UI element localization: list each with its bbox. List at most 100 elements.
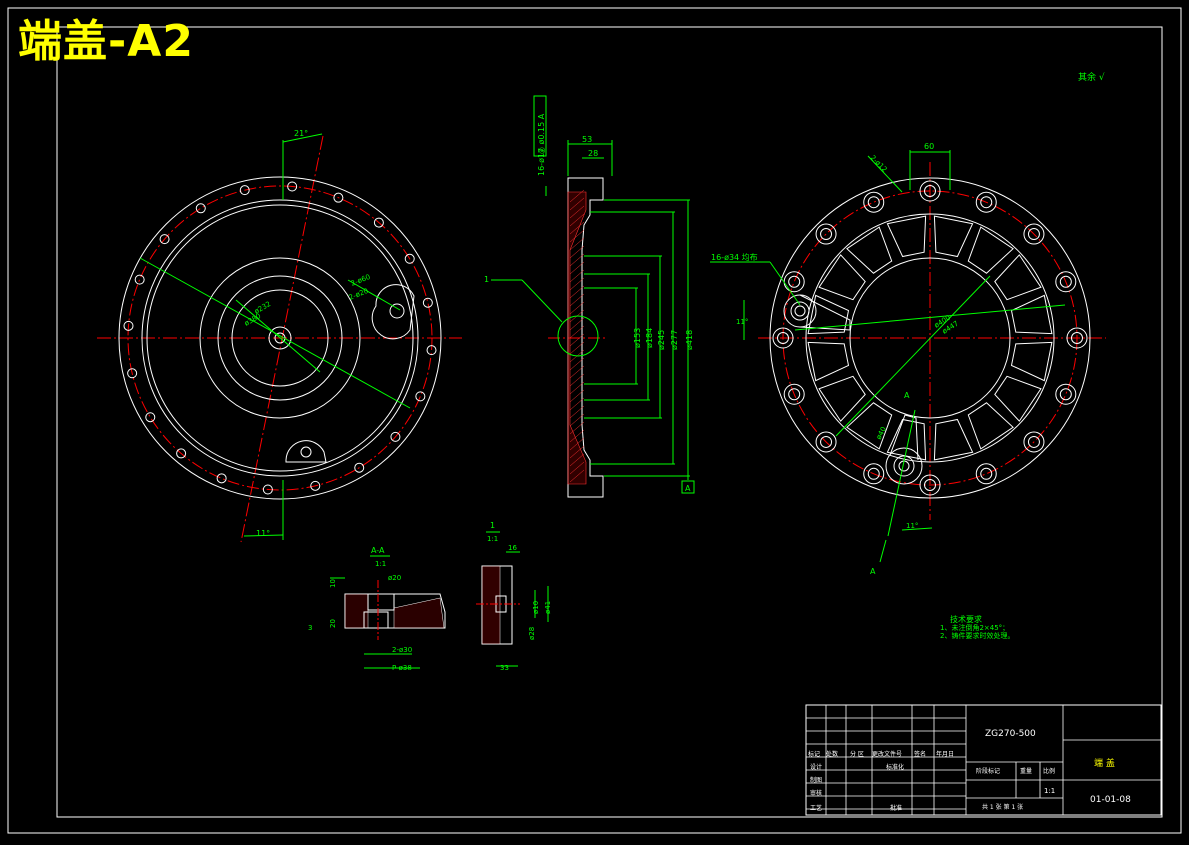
section-hatch-line (569, 189, 585, 203)
rear-angle-bottom: 11° (906, 522, 918, 530)
title-block-labels: 标记 处数 分 区 更改文件号 签名 年月日 设计 制图 审核 工艺 标准化 批… (808, 750, 1055, 812)
section-hatch-line (569, 437, 585, 451)
section-hatch (567, 191, 587, 485)
rear-outer-circle (769, 177, 1091, 499)
section-hatch-line (569, 421, 585, 435)
rear-rib (967, 226, 1014, 274)
sec-dia-2: ø184 (645, 328, 654, 348)
detail-1-dim-1: 16 (508, 544, 517, 552)
rear-bolt-hole (1059, 388, 1072, 401)
rear-section-arrow (879, 539, 887, 563)
detail-aa-hatch-right (393, 597, 445, 629)
tb-left-3: 审核 (810, 789, 822, 797)
rear-bolt-boss (863, 191, 885, 213)
rear-section-line (887, 409, 916, 537)
detail-aa-counterbore (363, 611, 389, 629)
section-hatch-line (569, 429, 585, 443)
title-block-grid (806, 705, 1161, 815)
rear-bolt-boss (919, 180, 941, 202)
rear-bolt-hole (867, 196, 880, 209)
section-hatch-line (569, 221, 585, 235)
rear-rib-outer (805, 213, 1055, 463)
front-bolt-hole (127, 368, 138, 379)
section-hatch-line (569, 365, 585, 379)
front-ring-2 (146, 204, 414, 472)
rear-bolt-holes (772, 180, 1088, 496)
detail-1-dim-2: ø10 (532, 601, 540, 614)
front-bolt-hole (422, 297, 433, 308)
title-block-frame (805, 704, 1162, 816)
section-profile (567, 177, 604, 498)
front-dim-1: 2-ø60 (350, 273, 372, 288)
rear-dim-3: ø40 (875, 426, 888, 441)
tb-scale: 1:1 (1044, 787, 1055, 795)
front-bolt-hole (123, 320, 134, 331)
rear-rib (886, 418, 927, 461)
front-bolt-hole (415, 391, 426, 402)
detail-1-hatch (481, 565, 501, 645)
front-dim-diag-inner (235, 299, 321, 373)
rear-bolt-boss (1066, 327, 1088, 349)
detail-aa-dim-3: 3 (308, 624, 312, 632)
section-hatch-line (569, 261, 585, 275)
sec-dia-3: ø245 (657, 330, 666, 350)
rear-ribs (807, 215, 1053, 461)
section-hatch-line (569, 205, 585, 219)
front-bolt-hole (159, 234, 170, 245)
front-outer-circle (118, 176, 442, 500)
detail-1-dim-4: ø28 (528, 627, 536, 640)
detail-aa-scale: 1:1 (375, 560, 386, 568)
sec-dia-4: ø277 (670, 330, 679, 350)
rear-section-mark-bottom: A (870, 567, 876, 576)
rear-rib (846, 226, 893, 274)
rear-bolt-hole (924, 479, 936, 491)
rear-rib (994, 375, 1042, 422)
tb-left-1: 设计 (810, 763, 822, 771)
detail-aa: A-A 1:1 10 ø20 3 20 2-ø30 P-ø38 (308, 546, 446, 672)
rear-rib (1010, 341, 1053, 382)
rear-boss-bottom (885, 447, 923, 485)
tb-header-1: 标记 (808, 750, 820, 758)
rear-holes-top: 2-ø12 (869, 154, 889, 174)
section-detail-circle (557, 315, 599, 357)
rear-leader-top (867, 155, 903, 193)
front-bolt-hole (176, 448, 187, 459)
rear-bolt-hole (1059, 275, 1072, 288)
rear-bolt-boss (975, 191, 997, 213)
rear-bolt-hole (820, 228, 833, 241)
rear-dim-diag (794, 304, 1066, 331)
tb-header-3: 分 区 (850, 750, 864, 758)
rear-bolt-hole (1071, 332, 1083, 344)
rear-bolt-hole (820, 435, 833, 448)
section-view: ◎ ø0.15 A 16-ø17 1 53 28 ø153 ø184 (484, 95, 695, 498)
front-angle-bottom: 11° (256, 529, 270, 538)
section-hatch-line (569, 245, 585, 259)
rear-holes-side: 16-ø34 均布 (711, 252, 758, 262)
detail-1-label: 1 (490, 521, 495, 530)
front-view: 21° 11° 2-ø60 2-ø20 ø232 ø380 (97, 129, 462, 543)
rear-bolt-boss (772, 327, 794, 349)
rear-bolt-boss (1023, 223, 1045, 245)
tb-left-4: 工艺 (810, 804, 822, 812)
detail-aa-label: A-A (371, 546, 385, 555)
front-window-top (371, 284, 415, 340)
section-hatch-line (569, 197, 585, 211)
rear-bolt-boss (815, 223, 837, 245)
sec-dia-1: ø153 (633, 328, 642, 348)
section-hatch-line (569, 341, 585, 355)
section-hatch-line (569, 397, 585, 411)
section-hatch-line (569, 229, 585, 243)
section-holes: 16-ø17 (537, 148, 546, 176)
tech-req-heading: 技术要求 (950, 614, 982, 624)
section-hatch-line (569, 469, 585, 483)
inner-border (56, 26, 1163, 818)
front-bolt-hole (195, 203, 206, 214)
section-hatch-line (569, 333, 585, 347)
front-bolt-hole (373, 217, 384, 228)
front-bolt-hole (333, 192, 344, 203)
rear-angle-bottom-arc (901, 527, 933, 531)
rear-bolt-boss (783, 271, 805, 293)
front-dim-leader (347, 279, 401, 311)
front-bolt-hole (134, 274, 145, 285)
